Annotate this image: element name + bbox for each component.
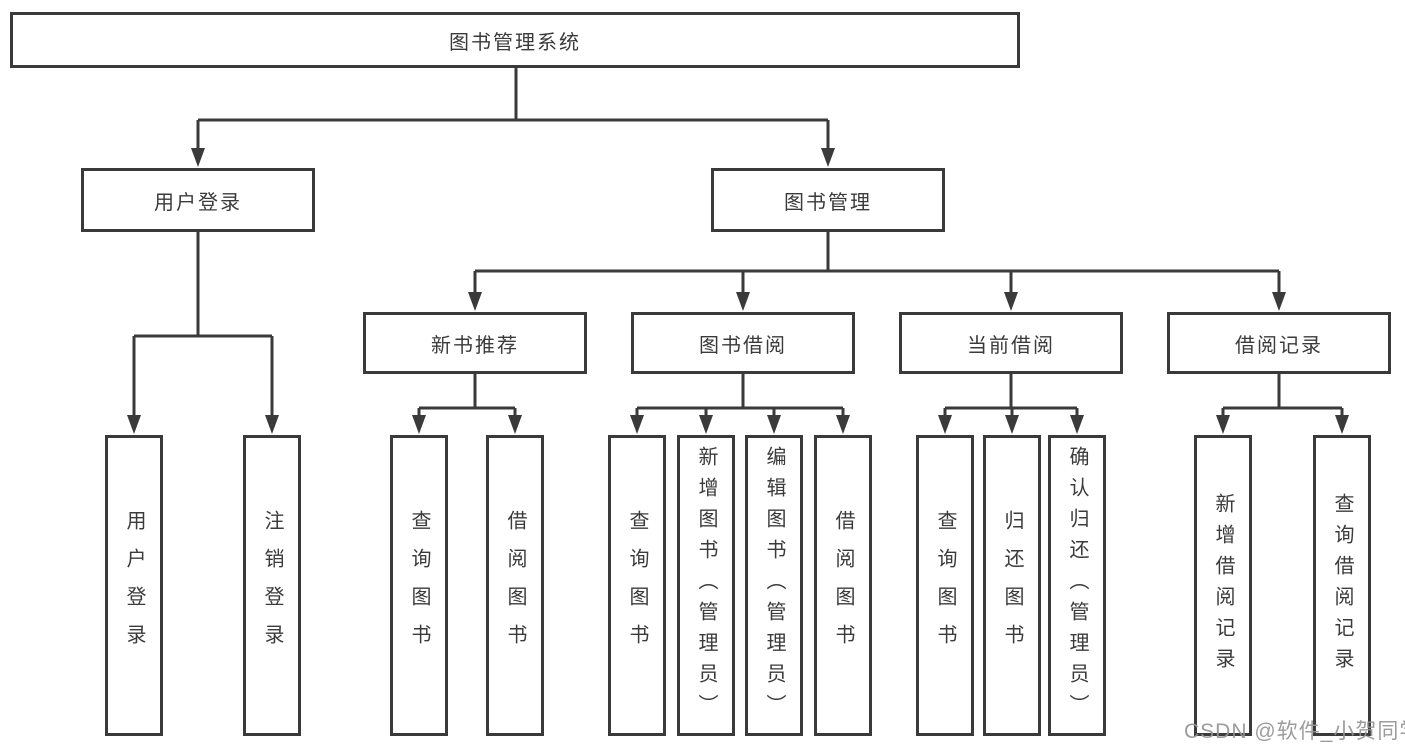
leaf-query-books-current-label: 查询图书 (934, 509, 956, 662)
leaf-borrow-books: 借阅图书 (814, 435, 872, 736)
leaf-return-books: 归还图书 (983, 435, 1041, 736)
leaf-add-books-admin-label: 新增图书（管理员） (695, 446, 717, 725)
node-current-borrow: 当前借阅 (899, 312, 1123, 374)
node-new-book-recommend: 新书推荐 (363, 312, 587, 374)
leaf-logout-label: 注销登录 (261, 509, 283, 662)
leaf-query-borrow-record-label: 查询借阅记录 (1331, 492, 1353, 679)
node-user-login-label: 用户登录 (154, 191, 242, 214)
leaf-query-borrow-record: 查询借阅记录 (1313, 435, 1371, 736)
root-node-library-system: 图书管理系统 (10, 12, 1020, 68)
leaf-confirm-return-admin-label: 确认归还（管理员） (1066, 446, 1088, 725)
leaf-user-login: 用户登录 (105, 435, 163, 736)
leaf-query-books-borrow-label: 查询图书 (626, 509, 648, 662)
root-node-label: 图书管理系统 (449, 31, 581, 54)
leaf-edit-books-admin: 编辑图书（管理员） (745, 435, 803, 736)
node-book-management-label: 图书管理 (784, 191, 872, 214)
leaf-query-books-recommend-label: 查询图书 (408, 509, 430, 662)
leaf-logout: 注销登录 (243, 435, 301, 736)
node-borrow-records: 借阅记录 (1167, 312, 1391, 374)
node-book-borrow-label: 图书借阅 (699, 334, 787, 357)
node-borrow-records-label: 借阅记录 (1235, 334, 1323, 357)
node-user-login: 用户登录 (81, 168, 315, 232)
leaf-borrow-books-recommend: 借阅图书 (486, 435, 544, 736)
leaf-return-books-label: 归还图书 (1001, 509, 1023, 662)
leaf-add-borrow-record-label: 新增借阅记录 (1212, 492, 1234, 679)
leaf-borrow-books-label: 借阅图书 (832, 509, 854, 662)
leaf-query-books-recommend: 查询图书 (390, 435, 448, 736)
leaf-add-books-admin: 新增图书（管理员） (677, 435, 735, 736)
node-book-management: 图书管理 (711, 168, 945, 232)
leaf-borrow-books-recommend-label: 借阅图书 (504, 509, 526, 662)
leaf-query-books-borrow: 查询图书 (608, 435, 666, 736)
node-book-borrow: 图书借阅 (631, 312, 855, 374)
leaf-edit-books-admin-label: 编辑图书（管理员） (763, 446, 785, 725)
node-new-book-recommend-label: 新书推荐 (431, 334, 519, 357)
leaf-confirm-return-admin: 确认归还（管理员） (1048, 435, 1106, 736)
leaf-query-books-current: 查询图书 (916, 435, 974, 736)
csdn-watermark: CSDN @软件_小贺同学 (1184, 720, 1405, 743)
leaf-user-login-label: 用户登录 (123, 509, 145, 662)
node-current-borrow-label: 当前借阅 (967, 334, 1055, 357)
leaf-add-borrow-record: 新增借阅记录 (1194, 435, 1252, 736)
